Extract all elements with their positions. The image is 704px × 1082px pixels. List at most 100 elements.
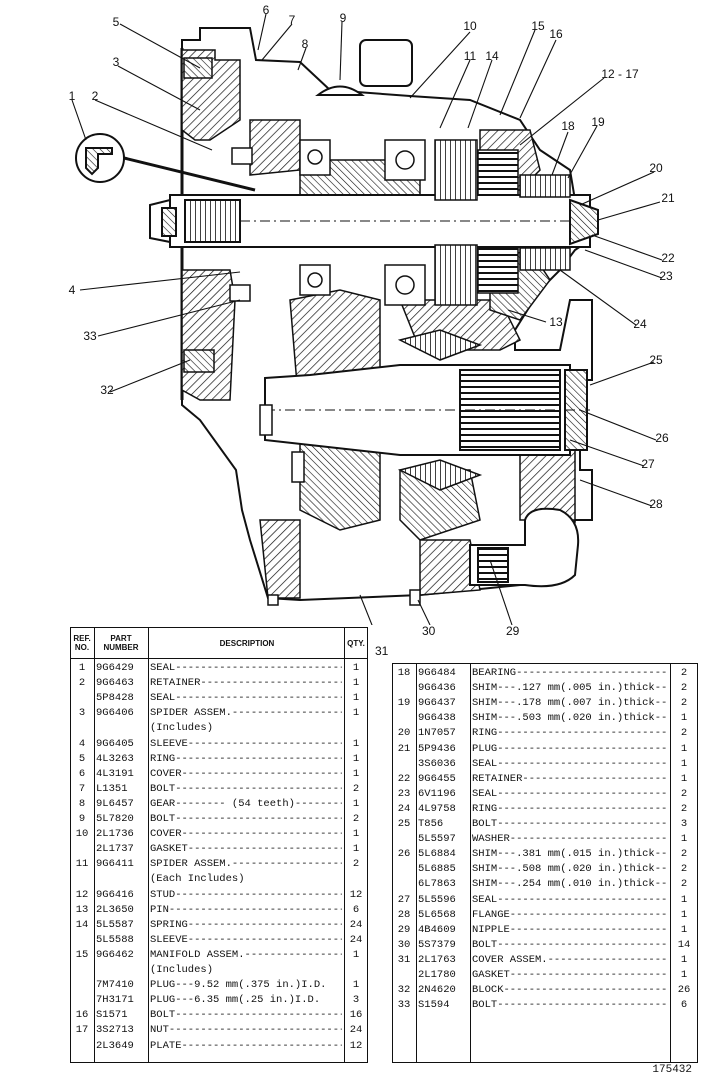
callout-25: 25	[649, 353, 663, 367]
clutch-packs	[434, 139, 571, 306]
quantity: 16	[349, 1009, 363, 1022]
ref-number: 29	[397, 923, 411, 936]
quantity: 2	[680, 697, 688, 710]
part-number: 5L5587	[96, 918, 134, 931]
description: (Includes)	[150, 964, 214, 976]
quantity: 2	[680, 667, 688, 679]
part-number: 9G6405	[96, 737, 134, 750]
callout-32: 32	[100, 383, 114, 397]
quantity: 3	[680, 818, 688, 830]
part-number: S1571	[96, 1009, 128, 1022]
table-header: REF. NO. PART NUMBER DESCRIPTION QTY.	[71, 628, 367, 659]
part-number: 9G6455	[418, 772, 456, 785]
callout-6: 6	[263, 3, 270, 17]
callout-2: 2	[92, 89, 99, 103]
table-row: 7L1351BOLT------------------------------…	[71, 782, 367, 797]
ref-number: 6	[78, 767, 86, 780]
description: GASKET----------------------------	[150, 843, 342, 856]
quantity: 12	[349, 1039, 363, 1052]
part-number: 7M7410	[96, 979, 134, 992]
callout-3: 3	[113, 55, 120, 69]
table-row: 19G6429SEAL-----------------------------…	[71, 661, 367, 676]
part-number: 6V1196	[418, 787, 456, 800]
part-number: S1594	[418, 999, 450, 1012]
part-number: 9G6436	[418, 682, 456, 695]
callout-19: 19	[591, 115, 605, 129]
ref-number: 15	[75, 948, 89, 961]
part-number: 2L1737	[96, 843, 134, 856]
description: SHIM---.127 mm(.005 in.)thick---	[472, 682, 668, 695]
quantity: 1	[352, 677, 360, 690]
ref-number: 18	[397, 667, 411, 679]
quantity: 1	[352, 948, 360, 961]
callout-30: 30	[422, 624, 436, 638]
description: BOLT------------------------------	[150, 813, 342, 825]
part-number: 9G6438	[418, 712, 456, 725]
callout-14: 14	[485, 49, 499, 63]
ref-number: 22	[397, 772, 411, 785]
table-row: 95L7820BOLT-----------------------------…	[71, 812, 367, 827]
callout-18: 18	[561, 119, 575, 133]
quantity: 2	[680, 727, 688, 740]
table-row: 5L5588SLEEVE----------------------------…	[71, 933, 367, 948]
description: SEAL------------------------------	[150, 692, 342, 705]
part-number: 1N7057	[418, 727, 456, 740]
ref-number: 1	[78, 662, 86, 674]
quantity: 1	[680, 908, 688, 921]
quantity: 1	[352, 692, 360, 705]
description: PLUG---6.35 mm(.25 in.)I.D.	[150, 994, 321, 1007]
part-number: T856	[418, 818, 444, 830]
ref-number: 14	[75, 918, 89, 931]
description: GASKET----------------------------	[472, 969, 668, 981]
quantity: 1	[680, 712, 688, 725]
part-number: 5L5596	[418, 893, 456, 906]
table-row: 7M7410 PLUG---9.52 mm(.375 in.)I.D.1	[71, 978, 367, 993]
table-row: 173S2713NUT-----------------------------…	[71, 1023, 367, 1038]
table-row: 5P8428SEAL------------------------------…	[71, 691, 367, 706]
quantity: 1	[352, 752, 360, 765]
callout-31: 31	[375, 644, 389, 658]
table-row: 54L3263RING-----------------------------…	[71, 752, 367, 767]
table-row: (Each Includes)	[71, 872, 367, 887]
description: COVER ASSEM.----------------------	[472, 953, 668, 966]
description: STUD---------------------------	[150, 888, 342, 901]
ref-number: 20	[397, 727, 411, 740]
quantity: 6	[680, 999, 688, 1012]
quantity: 1	[352, 797, 360, 810]
callout-10: 10	[463, 19, 477, 33]
description: PLATE-----------------------------	[150, 1039, 342, 1052]
quantity: 1	[680, 833, 688, 846]
part-number: 9G6463	[96, 677, 134, 690]
part-number: 9G6462	[96, 948, 134, 961]
quantity: 2	[680, 863, 688, 876]
part-number: L1351	[96, 782, 128, 795]
callout-8: 8	[302, 37, 309, 51]
part-number: 2L1736	[96, 828, 134, 841]
description: BOLT------------------------------	[472, 818, 668, 830]
callout-27: 27	[641, 457, 655, 471]
quantity: 1	[352, 662, 360, 674]
header-part-number: PART NUMBER	[103, 634, 139, 652]
part-number: 2L3649	[96, 1039, 134, 1052]
quantity: 14	[677, 938, 691, 951]
ref-number: 17	[75, 1024, 89, 1037]
description: BLOCK-----------------------------	[472, 984, 668, 997]
callout-24: 24	[633, 317, 647, 331]
description: SHIM---.508 mm(.020 in.)thick---	[472, 863, 668, 876]
ref-number: 10	[75, 828, 89, 841]
part-number: 9G6416	[96, 888, 134, 901]
part-number: 2N4620	[418, 984, 456, 997]
callout-26: 26	[655, 431, 669, 445]
quantity: 1	[352, 979, 360, 992]
quantity: 12	[349, 888, 363, 901]
quantity: 24	[349, 933, 363, 946]
